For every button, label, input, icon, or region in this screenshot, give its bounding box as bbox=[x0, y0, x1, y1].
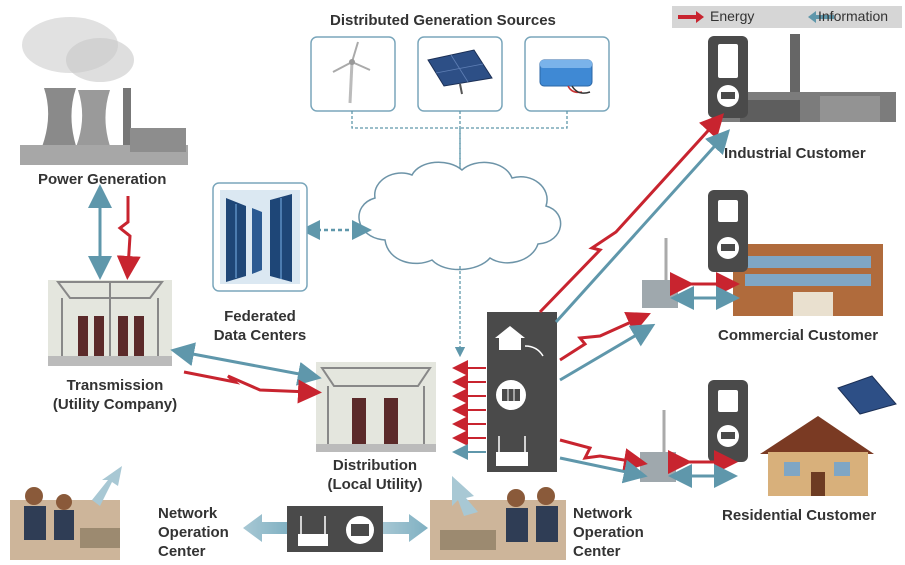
data-center-image bbox=[212, 182, 308, 292]
label-federated-data-centers: Federated Data Centers bbox=[213, 308, 307, 344]
legend-information-label: Information bbox=[818, 8, 889, 24]
label-industrial-customer: Industrial Customer bbox=[724, 145, 866, 162]
flow-arrows bbox=[88, 113, 740, 488]
label-commercial-customer: Commercial Customer bbox=[718, 327, 879, 344]
smart-grid-hub bbox=[452, 312, 557, 472]
noc-connector bbox=[92, 466, 478, 552]
residential-house-image bbox=[640, 375, 897, 496]
smart-meter-icon bbox=[496, 380, 526, 410]
commercial-building-image bbox=[642, 190, 883, 316]
transmission-substation-image bbox=[48, 280, 172, 366]
legend-energy-label: Energy bbox=[710, 8, 755, 24]
label-distribution: Distribution (Local Utility) bbox=[327, 457, 423, 493]
label-power-generation: Power Generation bbox=[38, 171, 167, 188]
distribution-substation-image bbox=[316, 362, 436, 452]
label-residential-customer: Residential Customer bbox=[722, 507, 877, 524]
distributed-sources bbox=[310, 36, 610, 170]
power-plant-image bbox=[20, 17, 188, 165]
industrial-building-image bbox=[708, 34, 896, 122]
wind-turbine-icon bbox=[332, 41, 371, 104]
noc-right-image bbox=[430, 487, 566, 560]
label-transmission: Transmission (Utility Company) bbox=[52, 377, 178, 413]
label-distributed-sources: Distributed Generation Sources bbox=[330, 12, 556, 29]
information-legend-arrow bbox=[808, 11, 834, 23]
wireless-router-icon bbox=[496, 436, 528, 466]
legend: Energy Information bbox=[672, 6, 902, 28]
solar-panel-icon bbox=[427, 49, 493, 95]
battery-icon bbox=[539, 59, 593, 94]
label-noc-right: Network Operation Center bbox=[573, 505, 644, 560]
wireless-router-icon bbox=[298, 516, 328, 546]
cloud-network bbox=[358, 161, 562, 271]
energy-legend-arrow bbox=[678, 11, 704, 23]
noc-left-image bbox=[10, 487, 120, 560]
smart-meter-icon bbox=[346, 516, 374, 544]
label-noc-left: Network Operation Center bbox=[158, 505, 229, 560]
house-plug-icon bbox=[495, 326, 544, 357]
